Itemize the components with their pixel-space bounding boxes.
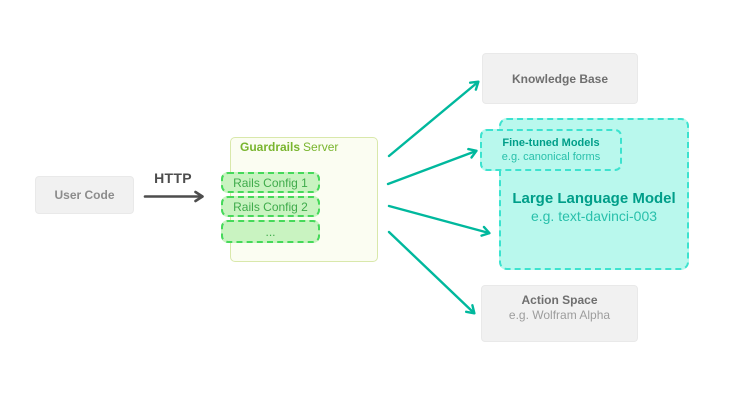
llm-subtitle: e.g. text-davinci-003 <box>530 207 658 224</box>
guardrails-server-title-bold: Guardrails <box>240 140 301 154</box>
arrow-server-to-llm <box>387 204 491 237</box>
arrow-server-to-fine-tuned-models <box>386 147 478 186</box>
rails-config-2-node: Rails Config 2 <box>221 196 320 217</box>
action-space-node: Action Space e.g. Wolfram Alpha <box>481 285 638 342</box>
arrow-server-to-action-space <box>387 230 476 315</box>
rails-config-1-node: Rails Config 1 <box>221 172 320 193</box>
large-language-model-node: Large Language Model e.g. text-davinci-0… <box>499 118 689 270</box>
user-code-label: User Code <box>54 188 115 202</box>
action-space-subtitle: e.g. Wolfram Alpha <box>508 308 611 322</box>
llm-title: Large Language Model <box>512 189 676 207</box>
knowledge-base-node: Knowledge Base <box>482 53 638 104</box>
knowledge-base-label: Knowledge Base <box>511 71 609 86</box>
arrow-server-to-knowledge-base <box>387 80 480 158</box>
guardrails-server-title-regular: Server <box>303 140 339 154</box>
http-label: HTTP <box>154 170 192 186</box>
rails-config-more-node: ... <box>221 220 320 243</box>
action-space-title: Action Space <box>521 293 598 307</box>
fine-tuned-models-node: Fine-tuned Models e.g. canonical forms <box>480 129 622 171</box>
user-code-node: User Code <box>35 176 134 214</box>
fine-tuned-models-title: Fine-tuned Models <box>502 137 600 149</box>
fine-tuned-models-subtitle: e.g. canonical forms <box>501 151 601 163</box>
